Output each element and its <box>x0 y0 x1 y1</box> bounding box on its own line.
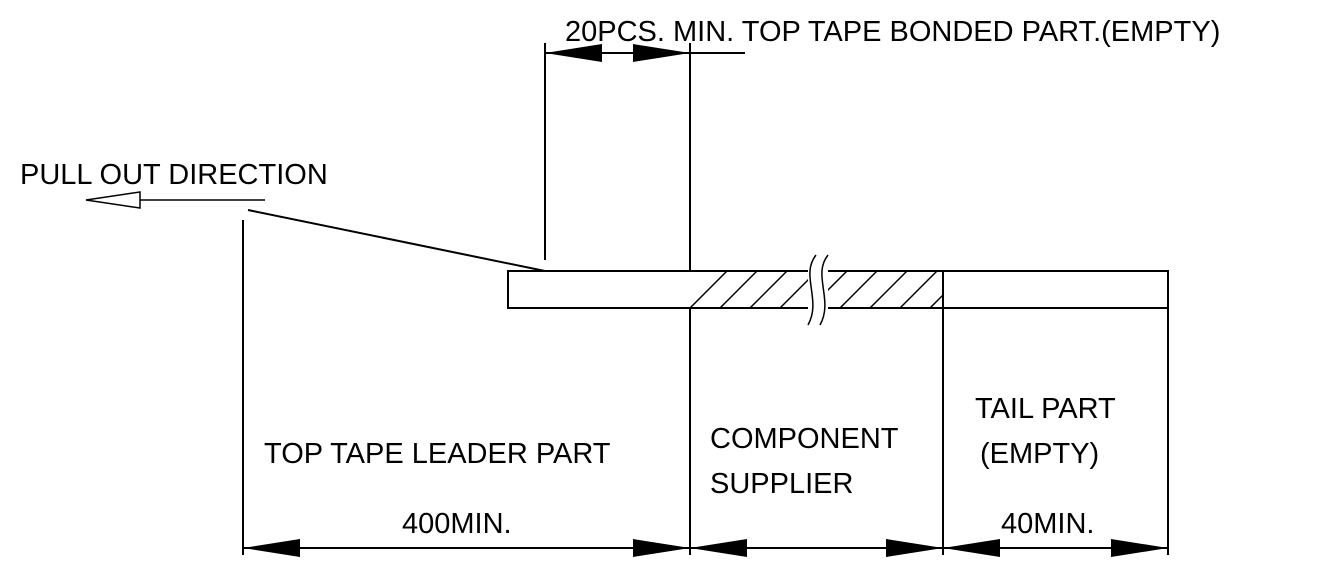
tape-strip <box>507 270 1169 309</box>
break-symbol-left <box>807 254 817 326</box>
break-symbol-right <box>819 254 829 326</box>
component-label-line2: SUPPLIER <box>710 468 853 500</box>
tail-label-line1: TAIL PART <box>975 393 1116 425</box>
leader-arrowhead-left <box>243 539 300 557</box>
tape-body <box>507 254 1169 326</box>
tail-arrowhead-right <box>1111 539 1168 557</box>
top-tape-peel-line <box>247 209 546 272</box>
component-arrowhead-right <box>886 539 943 557</box>
tail-arrowhead-left <box>943 539 1000 557</box>
bonded-arrowhead-left <box>545 44 602 62</box>
component-arrowhead-left <box>690 539 747 557</box>
bonded-part-label: 20PCS. MIN. TOP TAPE BONDED PART.(EMPTY) <box>565 16 1220 48</box>
leader-part-label: TOP TAPE LEADER PART <box>264 438 611 470</box>
pull-out-arrowhead <box>85 191 141 209</box>
pull-out-direction: PULL OUT DIRECTION <box>20 159 546 272</box>
leader-dimension-value: 400MIN. <box>402 508 512 540</box>
tail-dimension-value: 40MIN. <box>1001 508 1094 540</box>
bottom-dimension: 400MIN. 40MIN. <box>243 508 1168 557</box>
bottom-extension-lines <box>242 220 1169 555</box>
bonded-arrowhead-right <box>633 44 690 62</box>
bonded-part-dimension: 20PCS. MIN. TOP TAPE BONDED PART.(EMPTY) <box>544 16 1220 271</box>
pull-out-label: PULL OUT DIRECTION <box>20 159 328 191</box>
component-label-line1: COMPONENT <box>710 423 899 455</box>
component-hatching <box>690 271 943 308</box>
leader-arrowhead-right <box>633 539 690 557</box>
tail-label-line2: (EMPTY) <box>980 438 1099 470</box>
